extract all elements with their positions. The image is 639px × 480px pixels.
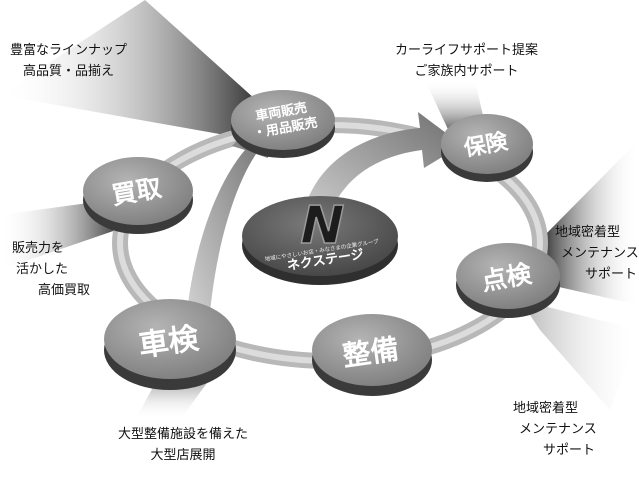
disc-inspection-label: 車検 xyxy=(137,321,202,364)
note-local-lower: 地域密着型 メンテナンス サポート xyxy=(513,398,597,461)
note-facility-line-1: 大型整備施設を備えた xyxy=(118,427,249,442)
note-local-upper-line-3: サポート xyxy=(585,267,638,282)
disc-maintenance-label: 整備 xyxy=(341,332,401,372)
note-lineup: 豊富なラインナップ 高品質・品揃え xyxy=(10,40,127,82)
center-logo-disc xyxy=(242,196,398,285)
note-buyback-line-2: 活かした xyxy=(16,262,69,277)
note-carlife-line-1: カーライフサポート提案 xyxy=(395,43,539,58)
arrow-to-sales xyxy=(185,115,268,340)
note-local-lower-line-3: サポート xyxy=(543,443,596,458)
disc-maintenance xyxy=(312,314,432,396)
note-buyback-line-1: 販売力を xyxy=(12,241,65,256)
note-carlife-line-2: ご家族内サポート xyxy=(414,64,519,79)
note-buyback: 販売力を 活かした 高価買取 xyxy=(12,238,90,301)
ray-local-upper xyxy=(540,140,639,305)
arrow-to-insurance xyxy=(300,112,462,240)
ray-local-lower xyxy=(520,300,639,410)
note-local-lower-line-2: メンテナンス xyxy=(519,422,597,437)
disc-buyback xyxy=(83,157,193,234)
disc-insurance xyxy=(441,114,533,182)
note-buyback-line-3: 高価買取 xyxy=(38,283,91,298)
note-facility: 大型整備施設を備えた 大型店展開 xyxy=(118,424,248,466)
ray-lineup xyxy=(0,0,265,138)
note-carlife: カーライフサポート提案 ご家族内サポート xyxy=(395,40,538,82)
note-lineup-line-2: 高品質・品揃え xyxy=(23,64,115,79)
disc-inspection-small xyxy=(456,243,560,318)
note-local-upper: 地域密着型 メンテナンス サポート xyxy=(555,222,639,285)
note-local-upper-line-1: 地域密着型 xyxy=(555,225,621,240)
note-local-upper-line-2: メンテナンス xyxy=(561,246,639,261)
note-lineup-line-1: 豊富なラインナップ xyxy=(10,43,128,58)
note-facility-line-2: 大型店展開 xyxy=(150,448,216,463)
disc-inspection xyxy=(104,299,236,390)
note-local-lower-line-1: 地域密着型 xyxy=(513,401,579,416)
disc-sales xyxy=(231,90,335,158)
